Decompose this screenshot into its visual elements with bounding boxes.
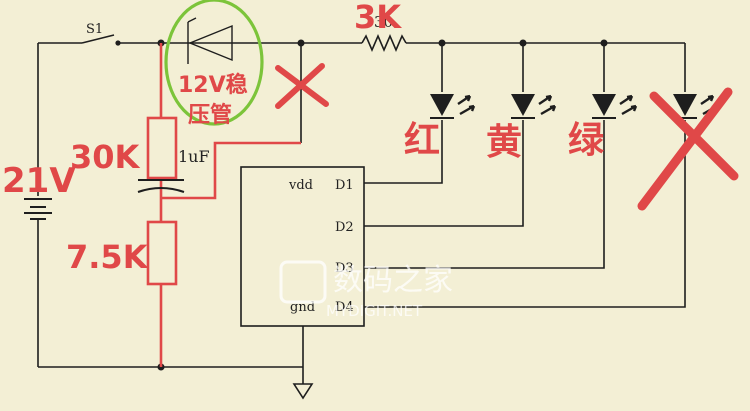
switch-blade: [81, 34, 115, 44]
junction-dot: [519, 39, 527, 47]
resistor-top-zigzag: [361, 33, 407, 53]
ic-pin-vdd: vdd: [288, 178, 313, 193]
resistor-top-annotation: 3K: [354, 0, 402, 36]
led-yellow-icon: [511, 94, 535, 116]
switch-s1: [81, 34, 121, 46]
ic-pin-d4: D4: [335, 300, 354, 315]
led-green-label: 绿: [568, 120, 605, 161]
resistor-top-label-overwrite: 30: [374, 13, 393, 31]
resistor-upper-annotation: 30K: [70, 138, 141, 176]
d4-wire: [364, 120, 686, 308]
d1-wire: [364, 120, 443, 184]
junction-dots: [157, 39, 608, 371]
ic-pin-gnd: gnd: [290, 300, 315, 315]
led-red-label: 红: [404, 120, 440, 161]
battery-voltage-annotation: 21V: [2, 161, 76, 201]
cross-mark-large-icon: [637, 87, 739, 211]
ic-pin-d2: D2: [335, 220, 354, 235]
switch-label: S1: [86, 22, 103, 37]
ic-pin-d3: D3: [335, 261, 354, 276]
resistor-7k5-body: [146, 220, 178, 286]
watermark-logo-icon: [279, 260, 327, 304]
led-red-icon: [430, 94, 454, 116]
watermark-en: MYDIGIT.NET: [326, 302, 423, 320]
red-redrawn-circuit: [146, 43, 301, 367]
led-fourth-icon: [673, 94, 697, 116]
battery-symbol-icon: [24, 198, 52, 220]
d2-wire: [364, 120, 524, 227]
led-green: [592, 94, 638, 119]
junction-dot: [438, 39, 446, 47]
led-yellow: [511, 94, 557, 119]
zener-diode-icon: [187, 17, 233, 64]
red-wire-to-vdd: [161, 141, 301, 200]
led-green-icon: [592, 94, 616, 116]
zener-highlight-circle: [164, 0, 264, 126]
zener-annotation-line2: 压管: [188, 102, 232, 128]
junction-dot: [297, 39, 305, 47]
led-yellow-label: 黄: [486, 122, 522, 163]
capacitor-label: 1uF: [178, 147, 210, 166]
d3-wire: [364, 120, 605, 269]
circuit-wiring: [37, 42, 686, 400]
resistor-30k-body: [146, 116, 178, 180]
led-red: [430, 94, 476, 119]
ground-symbol-icon: [292, 383, 314, 400]
watermark-cn: 数码之家: [333, 263, 453, 298]
resistor-lower-annotation: 7.5K: [66, 238, 149, 276]
watermark: 数码之家 MYDIGIT.NET: [279, 260, 453, 320]
ic-pin-d1: D1: [335, 178, 354, 193]
zener-annotation-line1: 12V稳: [178, 72, 248, 98]
switch-contact: [115, 40, 121, 46]
junction-dot: [600, 39, 608, 47]
capacitor-icon: [137, 179, 185, 193]
cross-mark-small-icon: [275, 63, 329, 109]
